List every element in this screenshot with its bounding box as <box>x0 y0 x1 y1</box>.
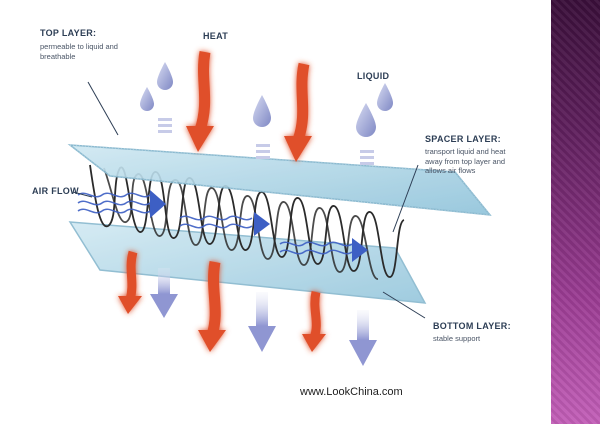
bottom-layer-sheet <box>68 221 427 304</box>
source-caption: www.LookChina.com <box>300 386 403 398</box>
liquid-droplets <box>140 62 393 137</box>
bottom-layer-description: stable support <box>433 334 481 343</box>
heat-label: HEAT <box>203 31 229 41</box>
spacer-fibers <box>89 164 405 280</box>
liquid-down-arrows <box>150 268 377 366</box>
heat-arrows-upper <box>186 51 312 162</box>
label-leader-lines <box>72 81 426 319</box>
air-flow-streams <box>77 192 353 255</box>
air-flow-label: AIR FLOW <box>32 186 79 196</box>
diagram-illustration <box>67 51 492 366</box>
top-layer-title: TOP LAYER: <box>40 28 97 38</box>
spacer-layer-title: SPACER LAYER: <box>425 134 501 144</box>
spacer-fabric-diagram: TOP LAYER: permeable to liquid and breat… <box>32 28 511 398</box>
top-layer-description: permeable to liquid and breathable <box>40 42 118 61</box>
slide-decor-sidebar <box>551 0 600 424</box>
bottom-layer-title: BOTTOM LAYER: <box>433 321 511 331</box>
liquid-label: LIQUID <box>357 71 390 81</box>
heat-arrows-lower <box>118 250 326 352</box>
air-flow-arrowheads <box>150 190 368 262</box>
spacer-layer-description: transport liquid and heat away from top … <box>425 147 506 175</box>
liquid-drip-stripes <box>158 118 374 165</box>
top-layer-sheet <box>67 144 492 216</box>
